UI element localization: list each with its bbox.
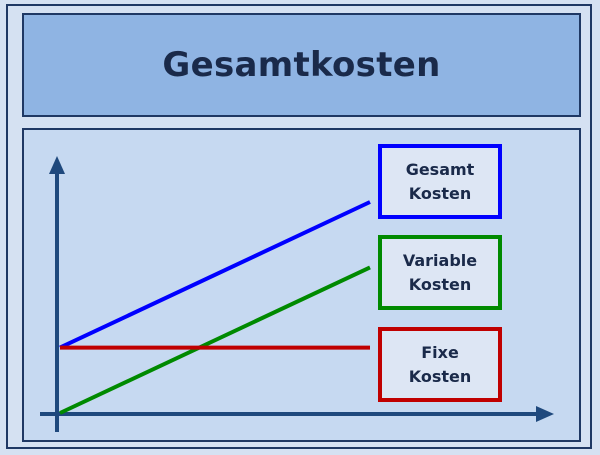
series-line-variable-costs [59,265,371,415]
axes [40,156,554,432]
title-banner: Gesamtkosten [22,13,581,117]
x-axis-arrow [536,406,554,422]
legend-total-costs: Gesamt Kosten [378,144,502,219]
legend-variable-costs: Variable Kosten [378,235,502,310]
legend-fixed-costs: Fixe Kosten [378,327,502,402]
legend-label-total: Gesamt Kosten [405,159,475,203]
page-title: Gesamtkosten [162,45,441,85]
y-axis-arrow [49,156,65,174]
legend-label-variable: Variable Kosten [402,250,478,294]
series-lines [59,200,371,415]
series-line-total-costs [59,200,371,350]
legend-label-fixed: Fixe Kosten [408,342,472,386]
